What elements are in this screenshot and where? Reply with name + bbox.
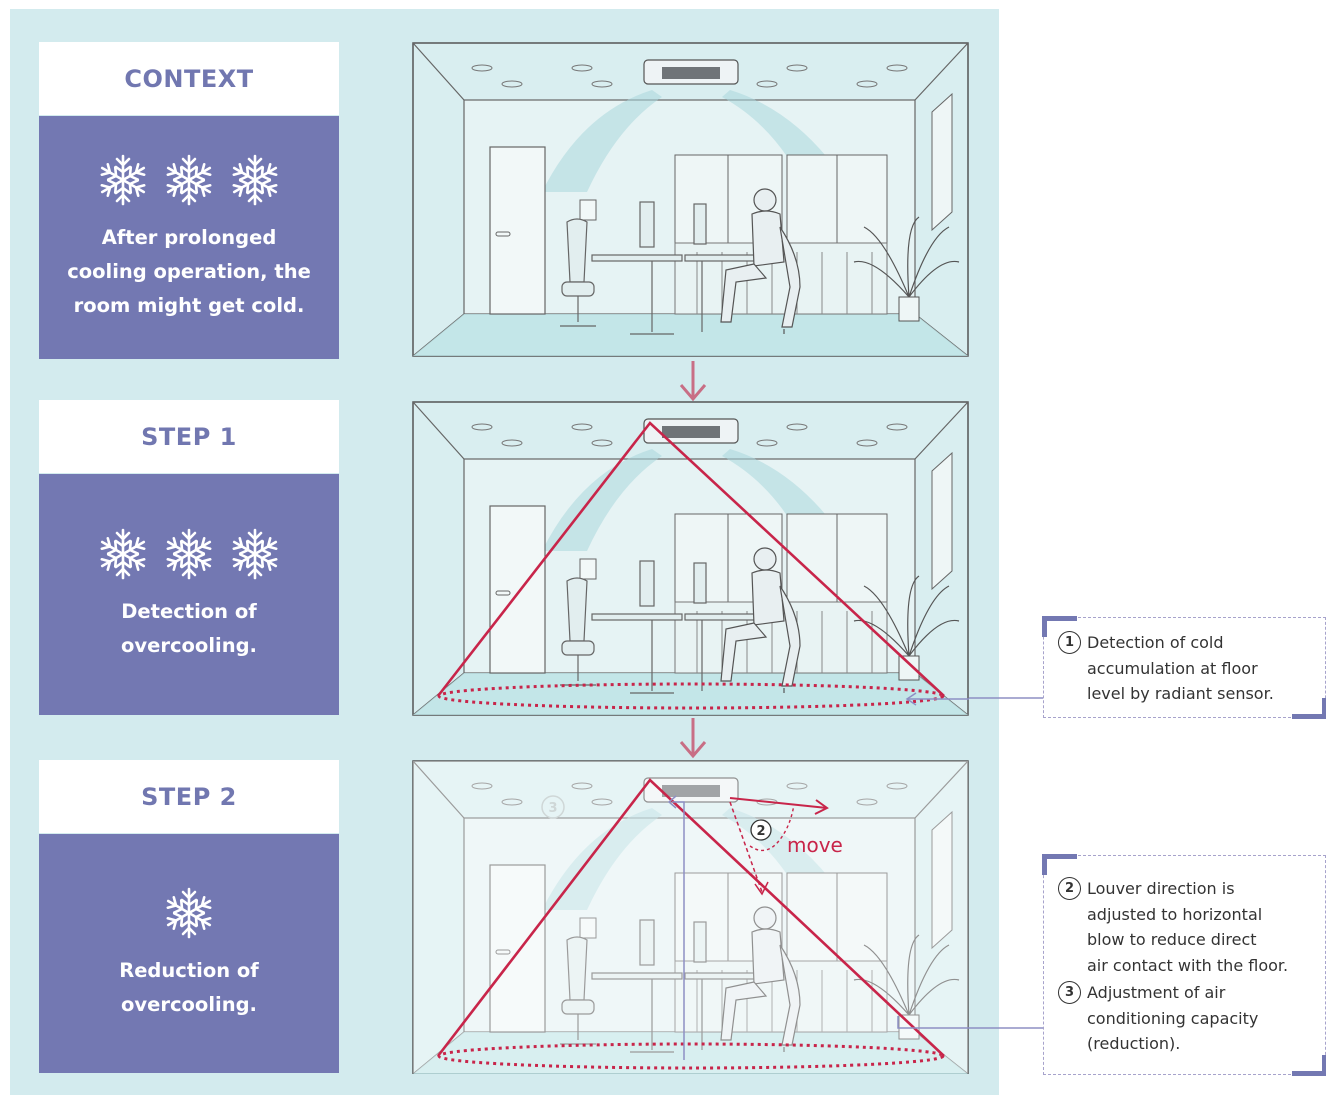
panel-header-step2: STEP 2 bbox=[39, 760, 339, 833]
room-illustration: 2 move 3 bbox=[412, 760, 969, 1074]
step-number-label: 2 bbox=[756, 824, 765, 839]
step-number-label: 3 bbox=[548, 801, 557, 816]
snowflake-group bbox=[162, 886, 216, 940]
snowflake-icon bbox=[162, 527, 216, 581]
down-arrow-icon bbox=[679, 361, 707, 402]
snowflake-icon bbox=[162, 886, 216, 940]
callout-text: Adjustment of air conditioning capacity … bbox=[1087, 983, 1259, 1053]
step-number-badge bbox=[541, 795, 565, 819]
horizontal-airflow-arrow bbox=[729, 797, 828, 809]
callout-item: 1 Detection of cold accumulation at floo… bbox=[1058, 630, 1315, 707]
panel-body-step1: Detection of overcooling. bbox=[39, 474, 339, 715]
room-scene-step2: 2 move 3 bbox=[412, 760, 969, 1074]
callout-text: Louver direction is adjusted to horizont… bbox=[1087, 879, 1289, 975]
item-number-badge: 3 bbox=[1058, 981, 1081, 1004]
panel-body-step2: Reduction of overcooling. bbox=[39, 834, 339, 1073]
snowflake-icon bbox=[96, 527, 150, 581]
callout-box-reduction: 2 Louver direction is adjusted to horizo… bbox=[1042, 854, 1326, 1076]
callout-box-detection: 1 Detection of cold accumulation at floo… bbox=[1042, 616, 1326, 719]
callout-connector bbox=[969, 697, 1043, 699]
snowflake-icon bbox=[228, 153, 282, 207]
move-label: move bbox=[787, 833, 843, 857]
item-number-badge: 1 bbox=[1058, 631, 1081, 654]
room-illustration bbox=[412, 42, 969, 357]
panel-header-context: CONTEXT bbox=[39, 42, 339, 115]
sensor-detection-area bbox=[436, 421, 945, 697]
panel-text-step1: Detection of overcooling. bbox=[121, 599, 257, 657]
previous-airflow-arrow bbox=[729, 801, 763, 893]
panel-text-step2: Reduction of overcooling. bbox=[119, 958, 259, 1016]
down-arrow-icon bbox=[679, 718, 707, 759]
panel-body-context: After prolonged cooling operation, the r… bbox=[39, 116, 339, 359]
callout-connector bbox=[969, 1027, 1043, 1029]
snowflake-icon bbox=[228, 527, 282, 581]
room-scene-step1 bbox=[412, 401, 969, 716]
snowflake-icon bbox=[96, 153, 150, 207]
sensor-detection-area bbox=[436, 778, 945, 1057]
floor-cold-zone bbox=[437, 1042, 945, 1070]
snowflake-group bbox=[96, 527, 282, 581]
floor-cold-zone bbox=[437, 682, 945, 710]
snowflake-group bbox=[96, 153, 282, 207]
panel-text-context: After prolonged cooling operation, the r… bbox=[67, 225, 311, 317]
room-scene-context bbox=[412, 42, 969, 358]
panel-header-step1: STEP 1 bbox=[39, 400, 339, 473]
step-number-badge bbox=[750, 819, 772, 841]
callout-item: 2 Louver direction is adjusted to horizo… bbox=[1058, 876, 1315, 978]
room-illustration bbox=[412, 401, 969, 716]
snowflake-icon bbox=[162, 153, 216, 207]
item-number-badge: 2 bbox=[1058, 877, 1081, 900]
callout-text: Detection of cold accumulation at floor … bbox=[1087, 633, 1274, 703]
callout-item: 3 Adjustment of air conditioning capacit… bbox=[1058, 980, 1315, 1057]
